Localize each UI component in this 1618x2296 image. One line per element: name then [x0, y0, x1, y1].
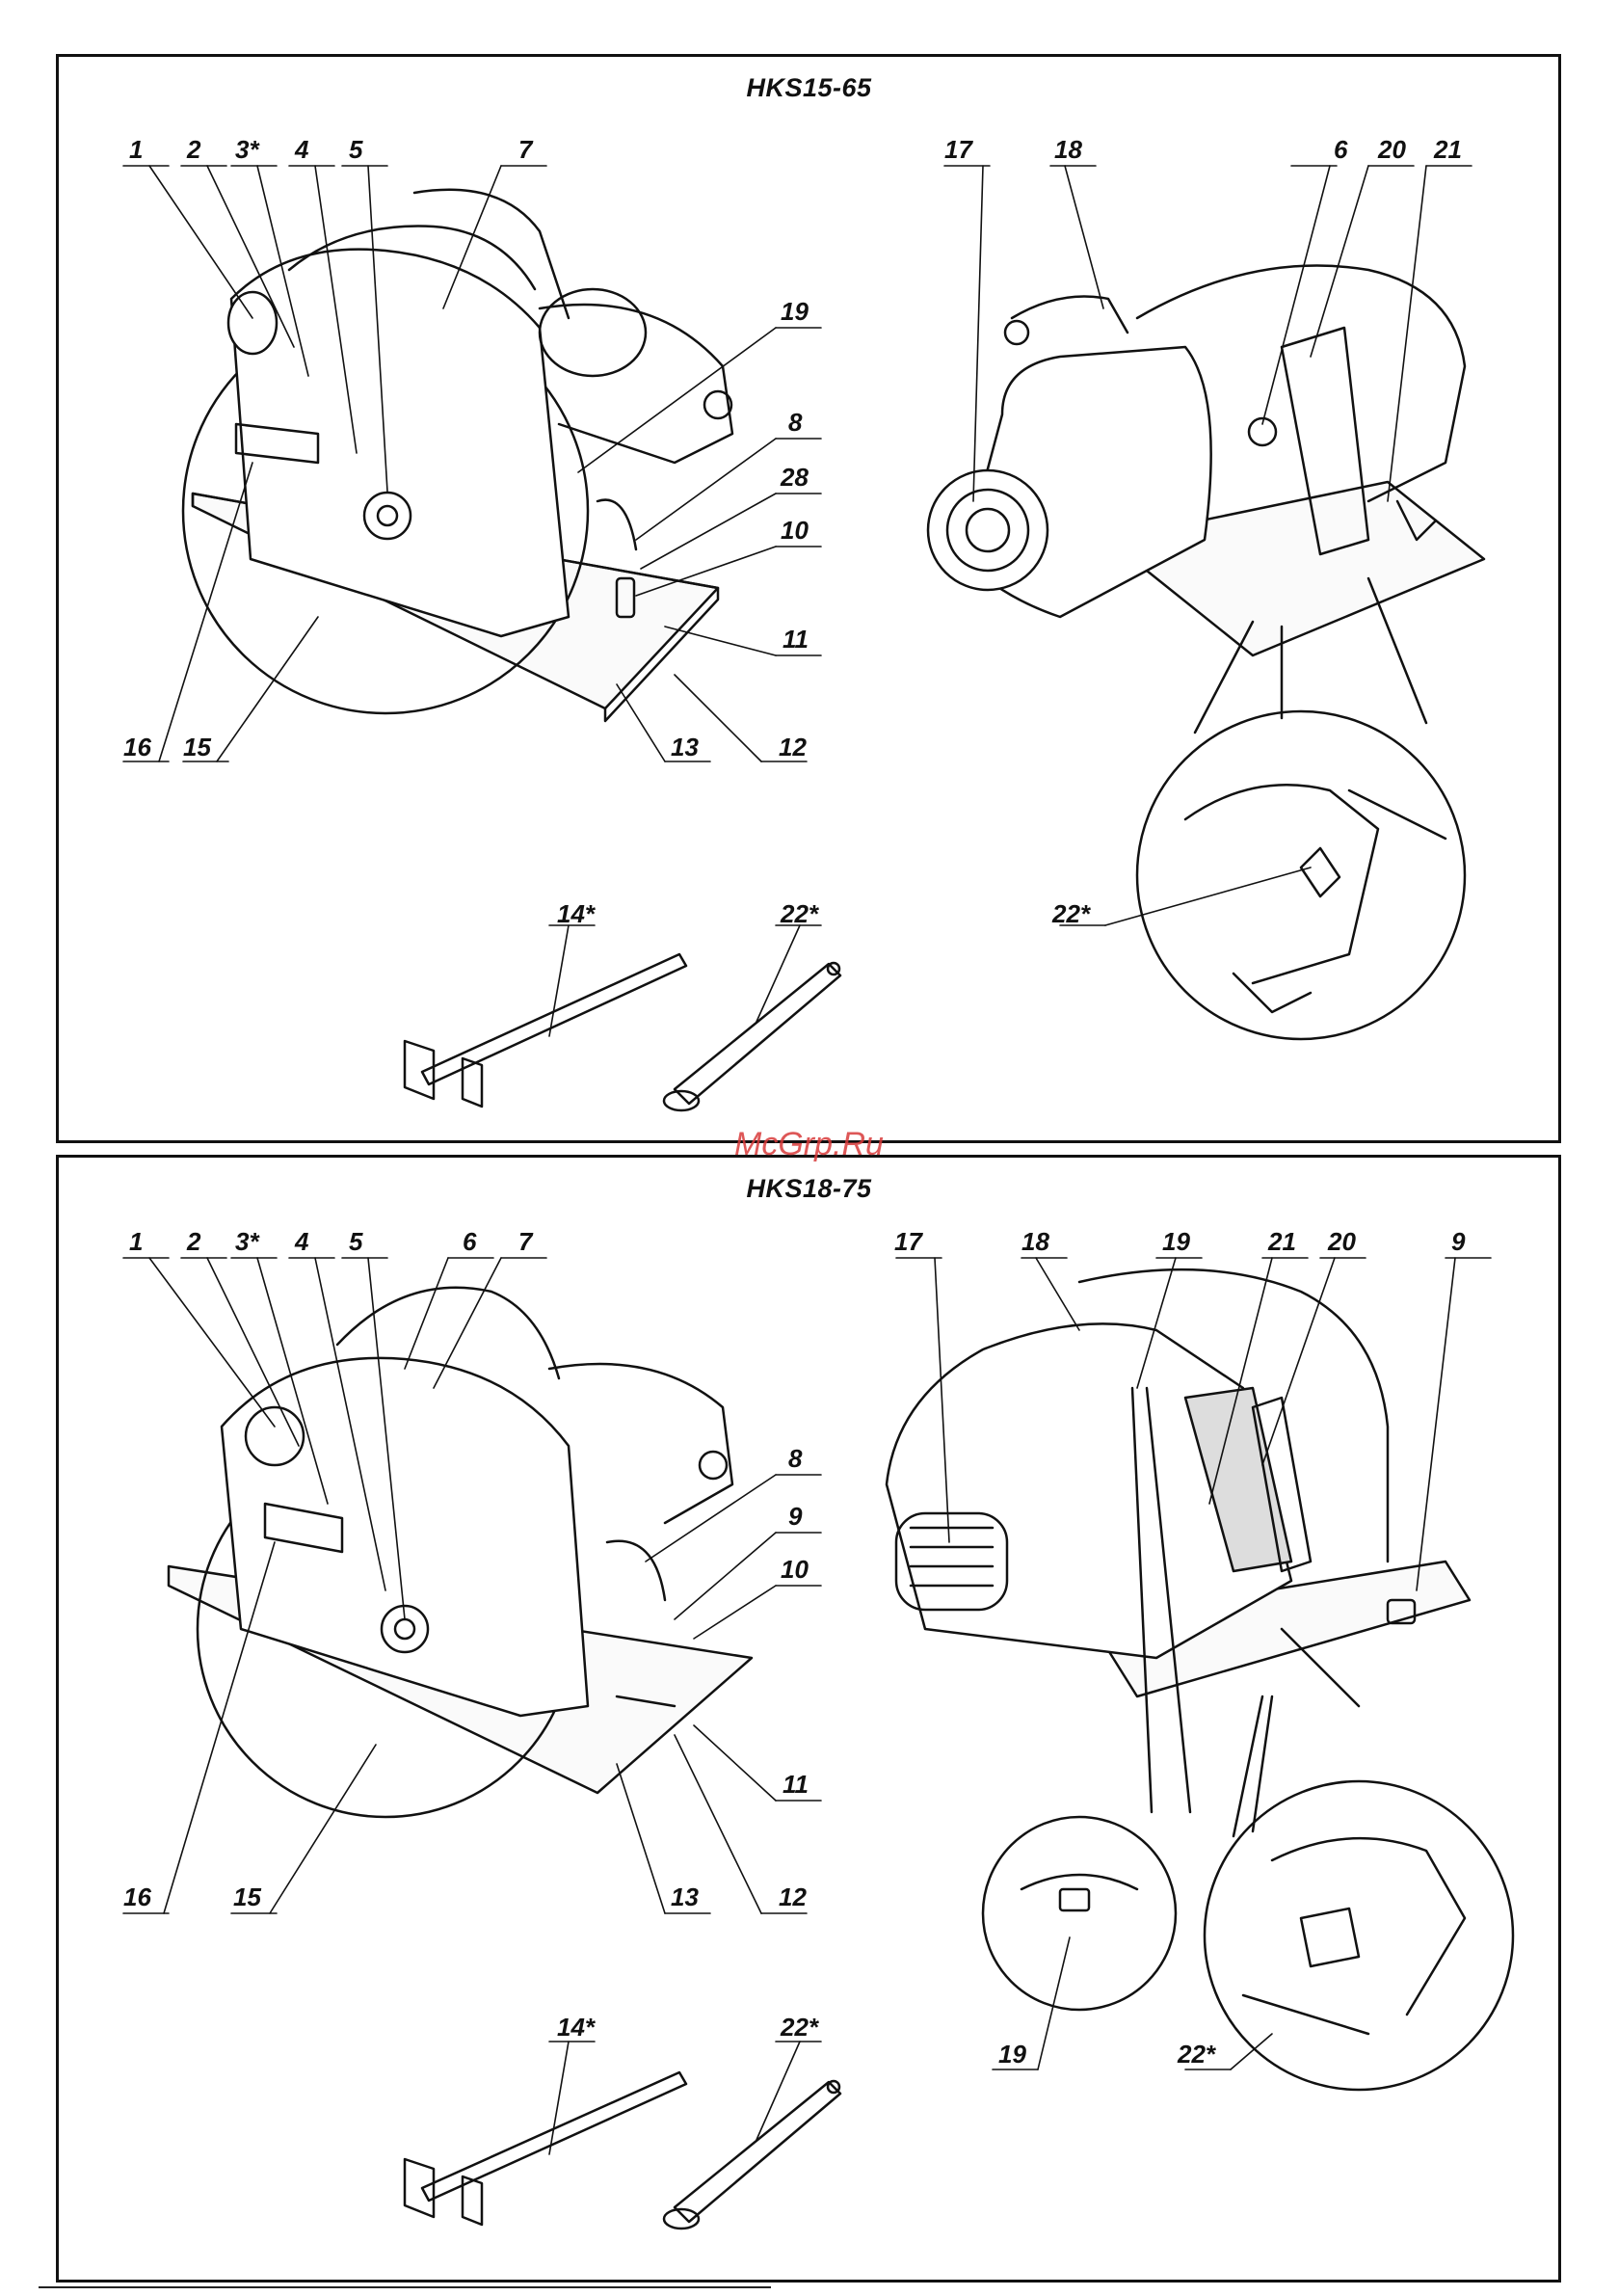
- callout-label: 14*: [557, 901, 595, 926]
- saw-illustration-bottom-left: [169, 1288, 752, 1817]
- callout-label: 11: [782, 627, 809, 652]
- callout-label: 10: [781, 518, 809, 543]
- callout-label: 13: [671, 1884, 699, 1909]
- callout-label: 5: [349, 137, 362, 162]
- callout-label: 20: [1328, 1229, 1356, 1254]
- saw-illustration-top-right: [928, 266, 1484, 723]
- callout-label: 8: [788, 410, 802, 435]
- callout-label: 1: [129, 1229, 143, 1254]
- callout-label: 22*: [781, 901, 818, 926]
- callout-label: 11: [782, 1772, 809, 1797]
- callout-label: 20: [1378, 137, 1406, 162]
- callout-label: 22*: [1052, 901, 1090, 926]
- callout-label: 9: [788, 1504, 802, 1529]
- callout-label: 6: [1334, 137, 1347, 162]
- callout-label: 21: [1434, 137, 1462, 162]
- callout-label: 17: [944, 137, 972, 162]
- callout-label: 22*: [781, 2015, 818, 2040]
- callout-label: 6: [463, 1229, 476, 1254]
- callout-label: 14*: [557, 2015, 595, 2040]
- saw-illustration-bottom-right: [887, 1269, 1470, 1706]
- callout-label: 19: [781, 299, 809, 324]
- detail-circle-bottom-large: [1205, 1696, 1513, 2090]
- callout-label: 19: [998, 2042, 1026, 2067]
- callout-label: 1: [129, 137, 143, 162]
- callout-label: 18: [1021, 1229, 1049, 1254]
- callout-label: 3*: [235, 1229, 259, 1254]
- callout-label: 17: [894, 1229, 922, 1254]
- callout-label: 10: [781, 1557, 809, 1582]
- accessory-guide-bottom: [405, 2072, 686, 2225]
- detail-circle-top: [1137, 622, 1465, 1039]
- callout-label: 15: [233, 1884, 261, 1909]
- callout-label: 28: [781, 465, 809, 490]
- callout-label: 7: [518, 137, 532, 162]
- callout-label: 22*: [1178, 2042, 1215, 2067]
- callout-label: 19: [1162, 1229, 1190, 1254]
- callout-label: 2: [187, 1229, 200, 1254]
- accessory-wrench-top: [664, 963, 840, 1110]
- callout-label: 5: [349, 1229, 362, 1254]
- callout-label: 16: [123, 1884, 151, 1909]
- callout-label: 9: [1451, 1229, 1465, 1254]
- callout-label: 7: [518, 1229, 532, 1254]
- accessory-wrench-bottom: [664, 2081, 840, 2229]
- accessory-guide-top: [405, 954, 686, 1107]
- callout-label: 16: [123, 734, 151, 760]
- saw-illustration-top-left: [183, 190, 732, 721]
- callout-label: 12: [779, 734, 807, 760]
- callout-label: 12: [779, 1884, 807, 1909]
- footer-rule: [39, 2286, 771, 2288]
- callout-label: 2: [187, 137, 200, 162]
- callout-label: 21: [1268, 1229, 1296, 1254]
- callout-label: 4: [295, 1229, 308, 1254]
- callout-label: 8: [788, 1446, 802, 1471]
- callout-label: 3*: [235, 137, 259, 162]
- callout-label: 18: [1054, 137, 1082, 162]
- callout-label: 15: [183, 734, 211, 760]
- callout-label: 4: [295, 137, 308, 162]
- callout-label: 13: [671, 734, 699, 760]
